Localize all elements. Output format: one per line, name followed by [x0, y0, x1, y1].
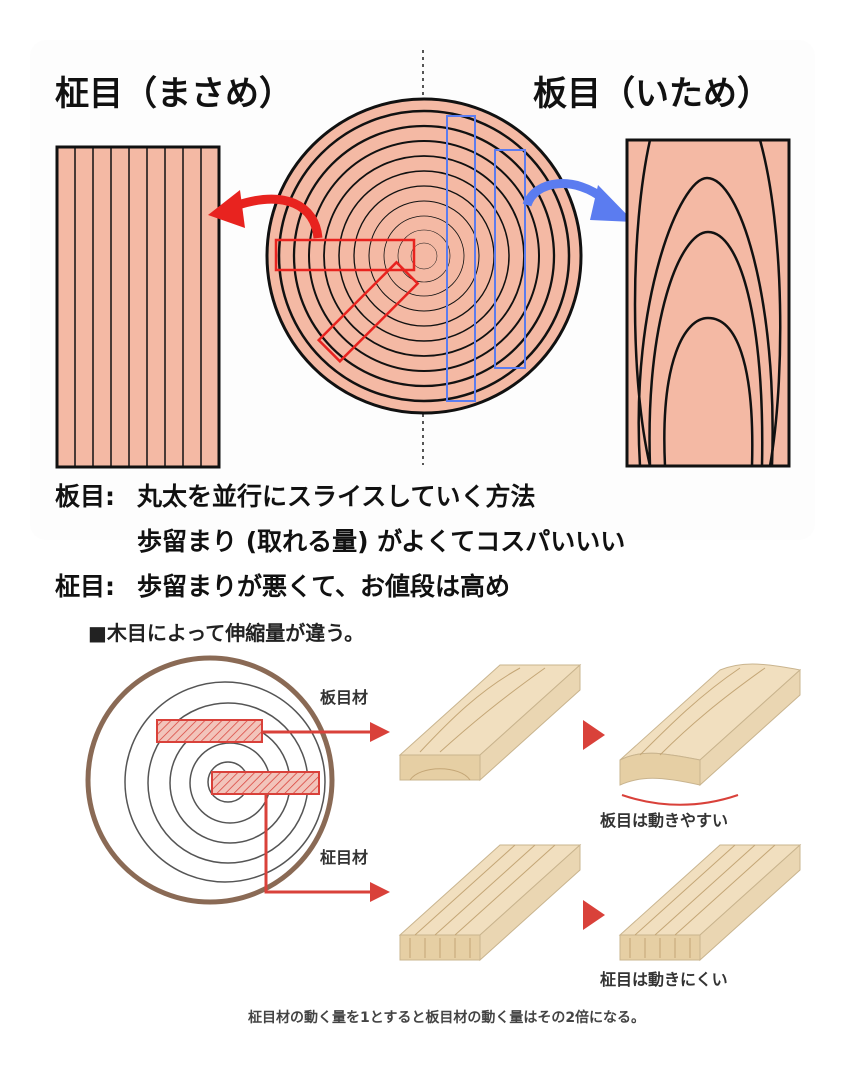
itame-caption: 板目は動きやすい	[600, 811, 728, 830]
itame-description-line1: 丸太を並行にスライスしていく方法	[136, 482, 536, 511]
itame-material-label: 板目材	[320, 688, 368, 707]
itame-description-line2: 歩留まり (取れる量) がよくてコスパいいい	[137, 527, 625, 556]
itame-lumber-after	[619, 663, 802, 787]
bend-arrow-icon	[621, 794, 739, 806]
masame-lumber-after	[618, 843, 802, 962]
bottom-log-cross-section	[85, 655, 390, 905]
shrinkage-heading: ■木目によって伸縮量が違う。	[88, 621, 364, 645]
itame-title: 板目（いため）	[533, 74, 771, 114]
itame-label: 板目:	[55, 482, 115, 511]
footnote: 柾目材の動く量を1とすると板目材の動く量はその2倍になる。	[248, 1009, 645, 1026]
masame-board	[55, 145, 221, 469]
log-cross-section	[265, 97, 583, 415]
masame-lumber-before	[398, 843, 582, 962]
masame-label: 柾目:	[55, 572, 115, 601]
masame-description-line1: 歩留まりが悪くて、お値段は高め	[137, 572, 510, 601]
itame-board	[625, 138, 791, 468]
masame-cut-box-diagonal	[316, 260, 420, 364]
masame-caption: 柾目は動きにくい	[600, 970, 728, 989]
masame-transition-arrow-icon	[583, 900, 605, 930]
masame-cut-box	[274, 238, 416, 272]
masame-title: 柾目（まさめ）	[55, 74, 293, 114]
itame-transition-arrow-icon	[583, 720, 605, 750]
red-arrow-icon	[208, 190, 323, 239]
blue-arrow-icon	[522, 179, 634, 222]
itame-lumber-before	[398, 663, 582, 782]
masame-material-label: 柾目材	[320, 848, 368, 867]
itame-cut-box	[446, 115, 476, 402]
itame-cut-box-2	[494, 149, 526, 369]
